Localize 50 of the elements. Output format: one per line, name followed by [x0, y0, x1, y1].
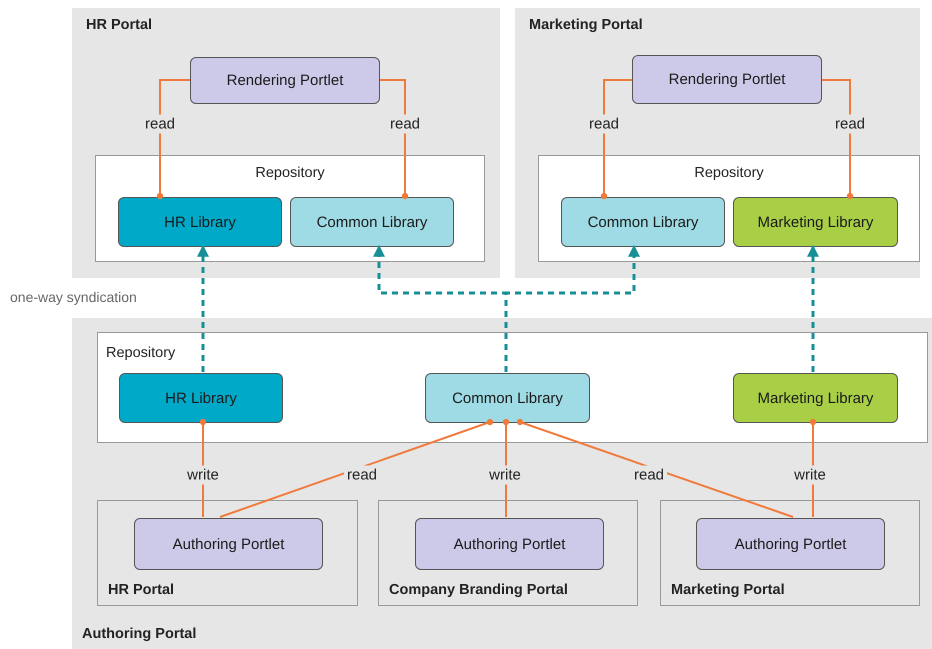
node-label: Marketing Library: [758, 390, 874, 406]
library-box: [119, 373, 283, 423]
node-label: Authoring Portlet: [454, 536, 566, 552]
node-label: HR Library: [164, 214, 236, 230]
syndication-arrow: [807, 244, 819, 372]
portlet-box: [134, 518, 323, 570]
node-label: Authoring Portlet: [172, 536, 284, 552]
repository-box: [538, 155, 920, 262]
node-label: Common Library: [316, 214, 428, 230]
connector-line: [220, 418, 494, 518]
node-title: Repository: [106, 345, 176, 361]
node-title: HR Portal: [86, 17, 152, 33]
connector-line: [156, 79, 190, 200]
library-box: [733, 197, 898, 247]
node-title: Authoring Portal: [82, 626, 196, 642]
connector-line: [516, 418, 794, 518]
connector-line: [600, 79, 632, 200]
portal-panel: [515, 8, 920, 278]
node-label: Common Library: [588, 214, 698, 230]
portal-panel: [72, 8, 500, 278]
node-title: Marketing Portal: [529, 17, 643, 33]
repository-box: [97, 332, 928, 443]
node-title: HR Portal: [108, 582, 174, 598]
syndication-arrow: [197, 244, 209, 372]
library-box: [733, 373, 898, 423]
portlet-box: [190, 57, 380, 104]
node-label: Marketing Library: [758, 214, 874, 230]
portal-box: [97, 500, 358, 606]
library-box: [425, 373, 590, 423]
node-label: Rendering Portlet: [226, 72, 344, 89]
portal-box: [378, 500, 638, 606]
node-title: Repository: [254, 165, 326, 181]
node-label: HR Library: [165, 390, 237, 406]
library-box: [561, 197, 725, 247]
node-title: Marketing Portal: [671, 582, 785, 598]
node-title: Repository: [693, 165, 765, 181]
portal-box: [660, 500, 920, 606]
library-box: [290, 197, 454, 247]
portal-panel: [72, 318, 932, 649]
node-title: Company Branding Portal: [389, 582, 568, 598]
repository-box: [95, 155, 485, 262]
node-label: Rendering Portlet: [668, 71, 786, 88]
library-box: [118, 197, 282, 247]
portlet-box: [632, 55, 822, 104]
node-label: Authoring Portlet: [734, 536, 846, 552]
connector-line: [822, 79, 854, 200]
portlet-box: [415, 518, 604, 570]
node-label: Common Library: [452, 390, 563, 406]
annotation-text: one-way syndication: [10, 289, 137, 305]
portlet-box: [696, 518, 885, 570]
